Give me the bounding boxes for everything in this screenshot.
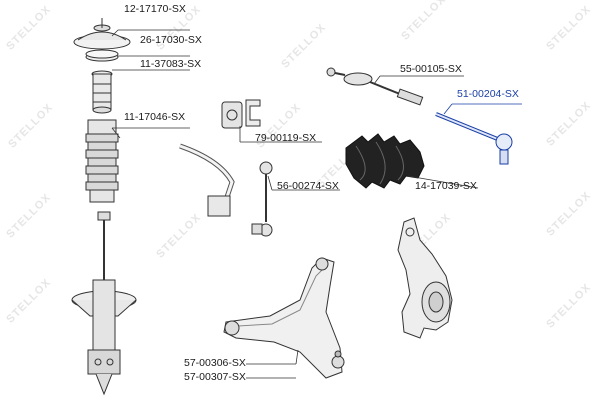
part-label-57-00306-SX[interactable]: 57-00306-SX xyxy=(184,357,246,369)
control-arm-part xyxy=(223,257,345,379)
bump-stop-part xyxy=(91,70,113,114)
part-label-12-17170-SX[interactable]: 12-17170-SX xyxy=(124,3,186,15)
bearing-part xyxy=(85,49,119,62)
tie-rod-end-part xyxy=(435,112,513,165)
dust-boot-part xyxy=(85,119,119,203)
steering-knuckle-part xyxy=(397,217,453,339)
part-label-14-17039-SX[interactable]: 14-17039-SX xyxy=(415,180,477,192)
steering-boot-part xyxy=(345,133,425,189)
leader-lines xyxy=(111,29,522,379)
tie-rod-part xyxy=(326,67,424,106)
part-label-11-37083-SX[interactable]: 11-37083-SX xyxy=(140,58,202,70)
part-label-56-00274-SX[interactable]: 56-00274-SX xyxy=(277,180,339,192)
part-label-57-00307-SX[interactable]: 57-00307-SX xyxy=(184,371,246,383)
part-label-55-00105-SX[interactable]: 55-00105-SX xyxy=(400,63,462,75)
stabilizer-link-part xyxy=(251,161,273,237)
strut-mount-part xyxy=(73,18,131,50)
part-label-79-00119-SX[interactable]: 79-00119-SX xyxy=(255,132,317,144)
part-label-26-17030-SX[interactable]: 26-17030-SX xyxy=(140,34,202,46)
shock-absorber-part xyxy=(71,211,137,396)
part-label-11-17046-SX[interactable]: 11-17046-SX xyxy=(124,111,186,123)
part-label-51-00204-SX[interactable]: 51-00204-SX xyxy=(457,88,519,100)
stabilizer-bar-part xyxy=(179,143,235,217)
stabilizer-bushing-part xyxy=(221,99,261,129)
